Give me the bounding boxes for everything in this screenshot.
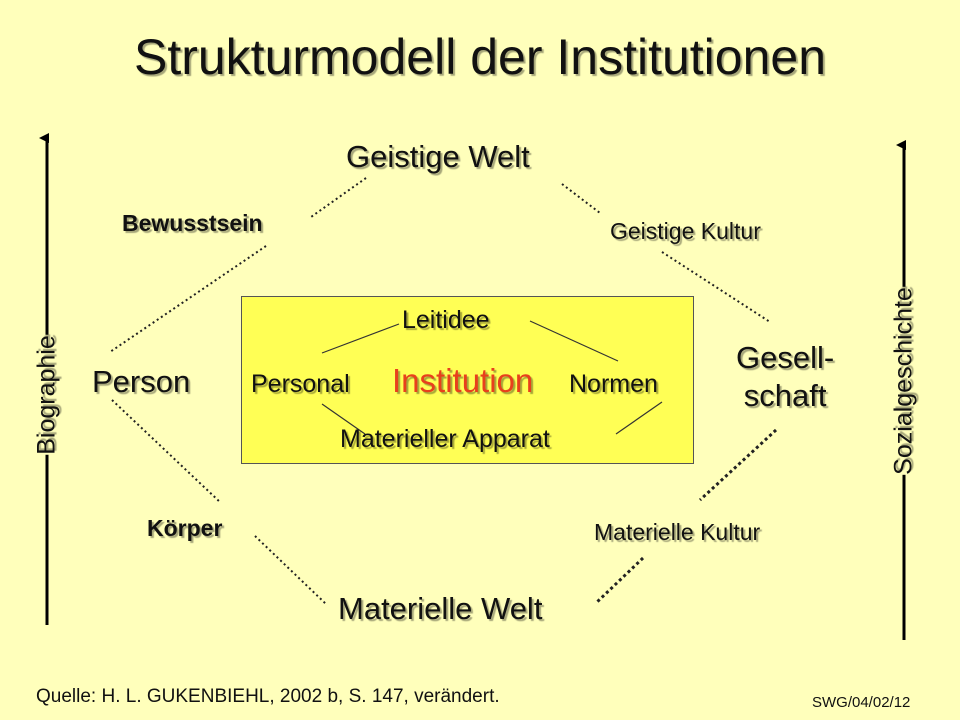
node-geistige-kultur: Geistige Kultur: [610, 218, 761, 244]
line-personal-apparat: [321, 403, 366, 435]
line-normen-apparat: [615, 401, 663, 435]
node-geistige-welt: Geistige Welt: [346, 139, 530, 174]
connector-geistige-welt-bewusstsein: [310, 177, 367, 218]
institution-normen: Normen: [569, 370, 658, 398]
institution-materieller-apparat: Materieller Apparat: [340, 425, 550, 453]
connector-geistige-kultur-gesellschaft: [661, 251, 771, 323]
node-materielle-welt: Materielle Welt: [338, 591, 543, 626]
connector-person-koerper: [111, 399, 222, 504]
connector-geistige-welt-geistige-kultur: [561, 183, 601, 214]
connector-gesellschaft-materielle-kultur: [698, 428, 778, 502]
axis-label-biographie: Biographie: [28, 335, 66, 455]
node-gesellschaft: Gesell- schaft: [736, 339, 834, 415]
footer-reference: SWG/04/02/12: [812, 694, 911, 711]
connector-materielle-kultur-materielle-welt: [594, 556, 645, 605]
institution-box: [241, 296, 694, 464]
node-bewusstsein: Bewusstsein: [122, 210, 263, 236]
axis-label-sozialgeschichte: Sozialgeschichte: [885, 287, 923, 475]
institution-center-label: Institution: [392, 362, 534, 399]
node-koerper: Körper: [147, 515, 223, 541]
connector-koerper-materielle-welt: [254, 535, 327, 605]
page-title: Strukturmodell der Institutionen: [133, 29, 827, 85]
footer-source: Quelle: H. L. GUKENBIEHL, 2002 b, S. 147…: [36, 686, 500, 707]
gesellschaft-line-1: Gesell-: [736, 340, 835, 375]
line-leitidee-personal: [321, 323, 400, 354]
institution-lines: [321, 320, 663, 435]
institution-leitidee: Leitidee: [402, 306, 490, 334]
gesellschaft-line-2: schaft: [743, 378, 827, 413]
institution-personal: Personal: [251, 370, 350, 398]
node-person: Person: [92, 364, 191, 399]
node-materielle-kultur: Materielle Kultur: [594, 519, 761, 545]
line-leitidee-normen: [529, 320, 619, 362]
connector-bewusstsein-person: [109, 245, 267, 353]
